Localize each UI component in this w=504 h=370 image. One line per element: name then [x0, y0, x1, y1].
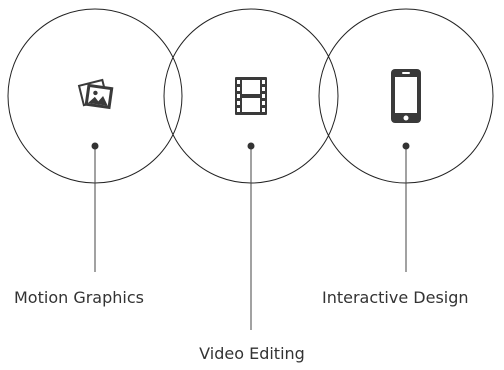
photos-icon [77, 78, 114, 110]
interactive-design-dot [402, 142, 410, 150]
smartphone-icon [391, 69, 421, 123]
interactive-design-label: Interactive Design [322, 288, 469, 307]
motion-graphics-label: Motion Graphics [14, 288, 144, 307]
video-editing-label: Video Editing [199, 344, 305, 363]
film-strip-icon [235, 77, 267, 115]
video-editing-dot [247, 142, 255, 150]
motion-graphics-dot [91, 142, 99, 150]
